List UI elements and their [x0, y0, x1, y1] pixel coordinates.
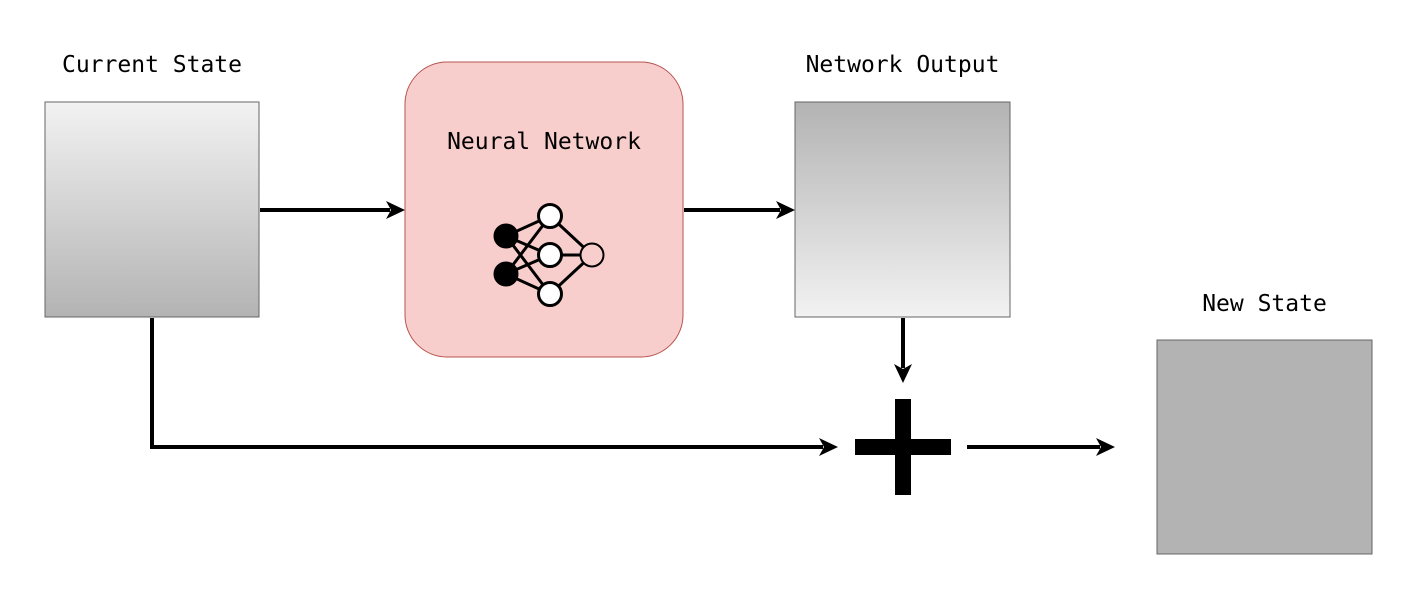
arrow-skip-connection	[150, 318, 838, 456]
arrow-state-to-network	[260, 201, 405, 219]
new-state-box	[1156, 339, 1373, 555]
current-state-label: Current State	[61, 52, 242, 78]
arrow-plus-to-new-state	[967, 438, 1115, 456]
new-state-label: New State	[1202, 291, 1327, 317]
current-state-box	[44, 101, 260, 318]
network-output-label: Network Output	[805, 52, 1000, 78]
arrow-network-to-output	[684, 201, 795, 219]
plus-icon	[855, 399, 951, 495]
arrow-output-to-plus	[894, 318, 912, 383]
neural-network-icon	[493, 203, 605, 307]
neural-network-label: Neural Network	[447, 129, 641, 155]
network-output-box	[794, 101, 1011, 318]
